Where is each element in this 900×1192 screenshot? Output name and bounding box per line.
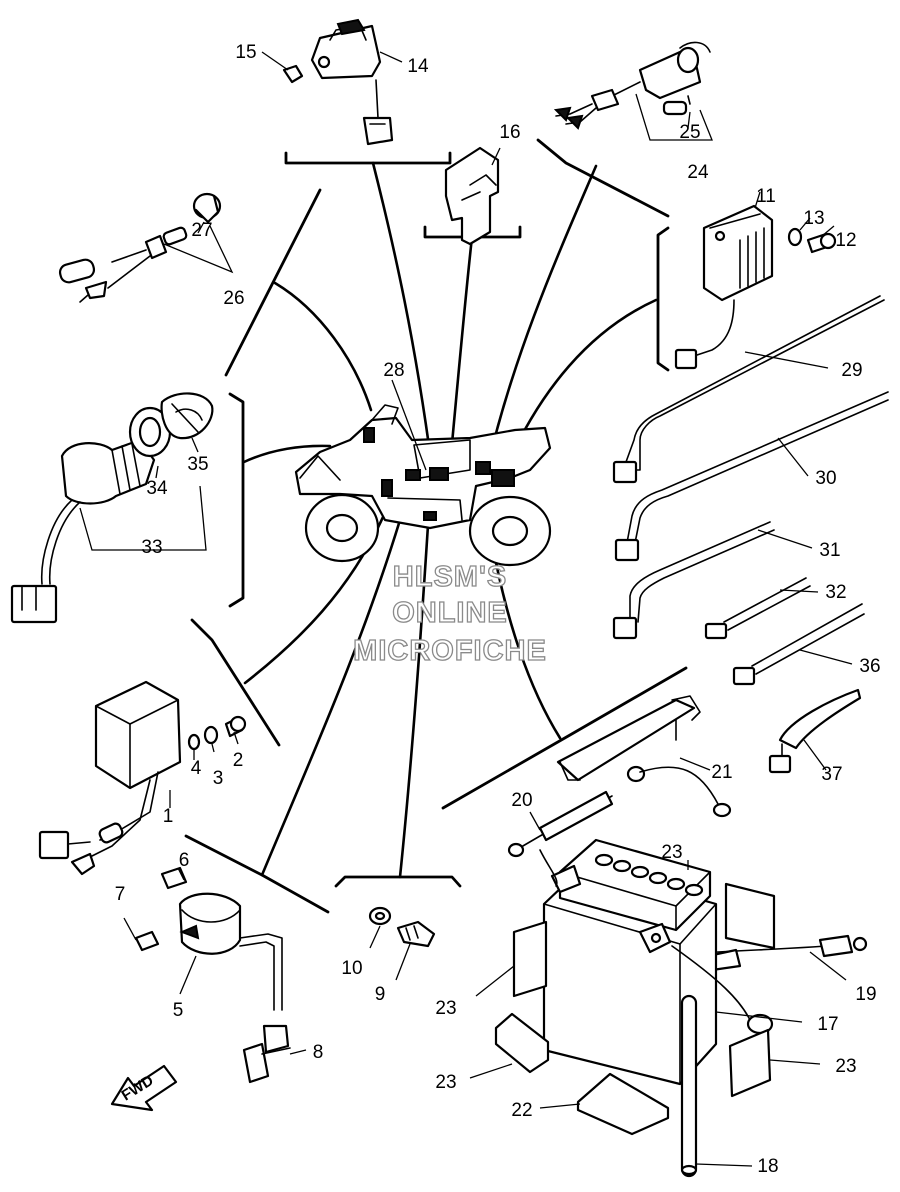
pad-23-right-lower [728,1028,772,1098]
callout-23-top: 23 [661,842,682,863]
pad-23-left-upper [512,920,548,998]
band-31 [612,616,638,640]
atv-body [294,416,552,530]
callout-21: 21 [711,762,732,783]
part-cdi-unit-1 [38,680,247,876]
bracket-thermo [224,188,322,377]
part-rectifier-11 [674,204,837,370]
callout-12: 12 [835,230,856,251]
bolt-15 [282,64,304,84]
callout-2: 2 [233,750,244,771]
washer-3 [203,725,219,745]
band-36 [732,666,756,686]
callout-9: 9 [375,984,386,1005]
callout-32: 32 [825,582,846,603]
callout-5: 5 [173,1000,184,1021]
callout-11: 11 [756,186,776,207]
band-37 [778,688,862,750]
callout-30: 30 [815,468,836,489]
callout-25: 25 [679,122,700,143]
part-battery-17 [539,838,774,1086]
callout-26: 26 [223,288,244,309]
atv-vehicle [294,404,552,567]
callout-14: 14 [407,56,429,77]
callout-20: 20 [511,790,532,811]
bracket-battery [441,666,688,810]
bracket-cdi [190,618,281,747]
callout-31: 31 [819,540,840,561]
callout-6: 6 [179,850,190,871]
part-relay-assembly [282,18,394,146]
callout-8: 8 [313,1042,324,1063]
bracket-rectifier [656,226,670,372]
callout-23-left-upper: 23 [435,998,456,1019]
callout-18: 18 [757,1156,778,1177]
pad-23-right-upper [724,882,776,950]
connector-8 [242,1042,270,1084]
part-neutral-switch-5 [134,866,291,1084]
bracket-starter-relay [536,138,670,218]
bracket-relay [284,151,452,165]
callout-13: 13 [803,208,824,229]
leader-lines [79,51,853,1167]
watermark-line2: ONLINE [392,597,508,629]
part-battery-band-21 [556,695,701,782]
callout-4: 4 [191,758,202,779]
part-neutral-sensor-9 [368,906,436,948]
group-brackets [184,138,688,914]
cable-20 [538,790,614,842]
callout-29: 29 [841,360,862,381]
part-starter-relay-24 [553,41,711,130]
watermark: HLSM'S ONLINE MICROFICHE [353,560,547,667]
callout-16: 16 [499,122,520,143]
callout-7: 7 [115,884,126,905]
bracket-main-switch [228,392,245,608]
band-29 [612,460,638,484]
callout-27: 27 [191,220,212,241]
pad-22 [576,1072,670,1136]
callout-23-right: 23 [835,1056,856,1077]
band-30 [614,538,640,562]
bracket-neutral-sensor [334,875,462,888]
part-pads [494,882,776,1136]
callout-22: 22 [511,1100,532,1121]
bezel-35 [160,392,214,440]
callout-35: 35 [187,454,208,475]
callout-10: 10 [341,958,362,979]
part-breather-hose-18 [680,994,698,1178]
callout-1: 1 [163,806,174,827]
callout-24: 24 [687,162,709,183]
pad-23-left-lower [494,1012,550,1074]
callout-19: 19 [855,984,876,1005]
washer-4 [187,733,201,751]
part-main-switch-33 [10,392,214,624]
fwd-arrow-icon: FWD [110,1064,178,1112]
callout-3: 3 [213,768,224,789]
callout-labels: 1 2 3 4 5 6 7 8 9 10 11 12 13 14 15 16 1… [115,42,881,1177]
band-32 [704,622,728,640]
callout-36: 36 [859,656,880,677]
washer-13 [787,227,803,247]
part-bands [612,295,889,774]
atv-highlight-switch [363,427,375,443]
fuse-25 [662,100,688,116]
callout-37: 37 [821,764,842,785]
callout-23-left-lower: 23 [435,1072,456,1093]
watermark-line1: HLSM'S [393,561,507,593]
callout-17: 17 [817,1014,838,1035]
callout-15: 15 [235,42,256,63]
callout-34: 34 [146,478,168,499]
cable-19 [818,934,854,958]
part-thermo-switch-26 [58,192,222,303]
callout-33: 33 [141,537,162,558]
screw-7 [134,930,160,952]
part-cover-16 [444,146,500,246]
callout-28: 28 [383,360,404,381]
watermark-line3: MICROFICHE [353,635,547,667]
